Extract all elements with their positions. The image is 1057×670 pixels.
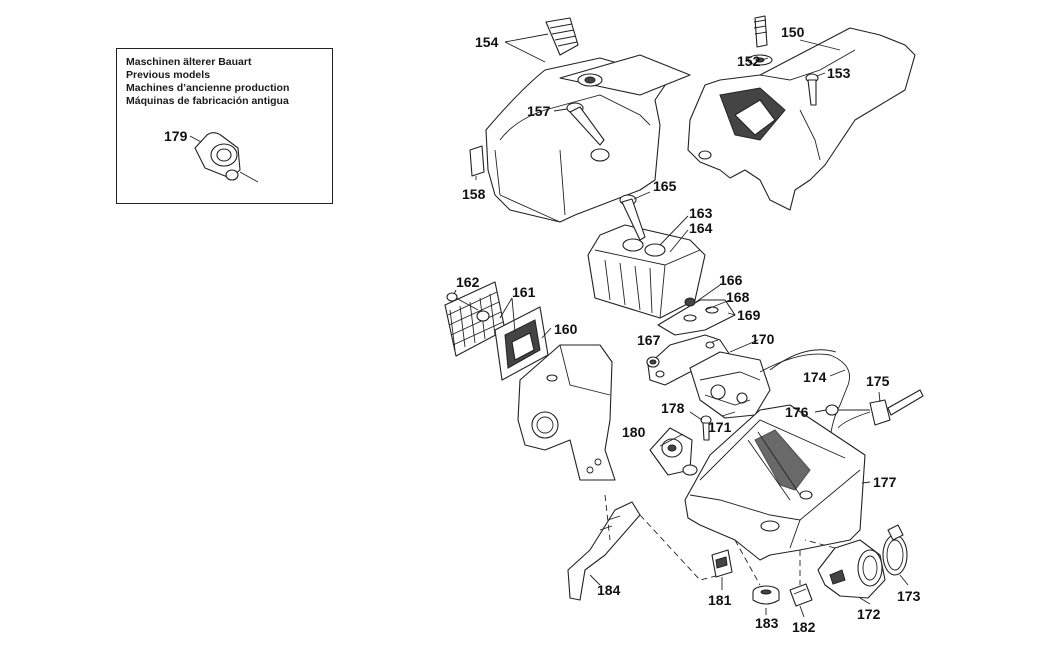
part-184-lever — [567, 501, 641, 601]
part-175-grommet — [869, 389, 924, 426]
callout-160: 160 — [554, 321, 578, 337]
part-179-fitting — [194, 132, 259, 183]
part-178-bolt — [700, 415, 712, 441]
callout-180: 180 — [622, 424, 646, 440]
legend-line-english: Previous models — [126, 69, 211, 81]
callout-176: 176 — [785, 404, 809, 420]
part-171-carburetor — [689, 351, 771, 419]
legend-line-french: Machines d’ancienne production — [126, 82, 290, 94]
callout-154: 154 — [475, 34, 499, 50]
part-162-screw — [446, 292, 479, 311]
callout-174: 174 — [803, 369, 827, 385]
legend-line-spanish: Máquinas de fabricación antigua — [126, 95, 289, 107]
part-165-screw — [619, 194, 646, 241]
part-182-cap — [789, 583, 813, 607]
part-166-nut — [684, 297, 696, 307]
part-153-bolt — [805, 73, 819, 106]
callout-184: 184 — [597, 582, 621, 598]
callout-169: 169 — [737, 307, 761, 323]
callout-165: 165 — [653, 178, 677, 194]
callout-152: 152 — [737, 53, 761, 69]
part-158-clip — [469, 145, 485, 177]
callout-173: 173 — [897, 588, 921, 604]
previous-models-legend-box: Maschinen älterer Bauart Previous models… — [116, 48, 333, 204]
callout-171: 171 — [708, 419, 732, 435]
part-160-side-housing — [517, 344, 616, 481]
callout-181: 181 — [708, 592, 732, 608]
callout-175: 175 — [866, 373, 890, 389]
legend-line-german: Maschinen älterer Bauart — [126, 56, 252, 68]
part-167-nut — [646, 356, 660, 368]
part-177-lower-housing — [684, 404, 866, 561]
callout-162: 162 — [456, 274, 480, 290]
callout-170: 170 — [751, 331, 775, 347]
part-top-cover — [485, 54, 691, 223]
part-154-filter — [545, 17, 579, 56]
callout-172: 172 — [857, 606, 881, 622]
part-152-washer — [747, 15, 773, 66]
callout-166: 166 — [719, 272, 743, 288]
part-180-fitting — [649, 427, 698, 476]
callout-163: 163 — [689, 205, 713, 221]
callout-168: 168 — [726, 289, 750, 305]
callout-177: 177 — [873, 474, 897, 490]
callout-158: 158 — [462, 186, 486, 202]
callout-183: 183 — [755, 615, 779, 631]
callout-150: 150 — [781, 24, 805, 40]
part-172-intake-manifold — [817, 539, 886, 599]
part-173-clamp — [882, 524, 908, 576]
part-157-screw — [566, 102, 605, 146]
callout-179: 179 — [164, 128, 188, 144]
part-150-housing — [687, 27, 916, 211]
part-163-air-filter — [587, 224, 706, 319]
part-174-fuel-hose — [759, 349, 850, 441]
callout-161: 161 — [512, 284, 536, 300]
part-161-gasket-frame — [494, 306, 549, 381]
callout-153: 153 — [827, 65, 851, 81]
part-181-clip — [711, 549, 733, 578]
part-183-grommet — [752, 585, 780, 605]
callout-182: 182 — [792, 619, 816, 635]
callout-164: 164 — [689, 220, 713, 236]
callout-178: 178 — [661, 400, 685, 416]
callout-157: 157 — [527, 103, 551, 119]
callout-167: 167 — [637, 332, 661, 348]
